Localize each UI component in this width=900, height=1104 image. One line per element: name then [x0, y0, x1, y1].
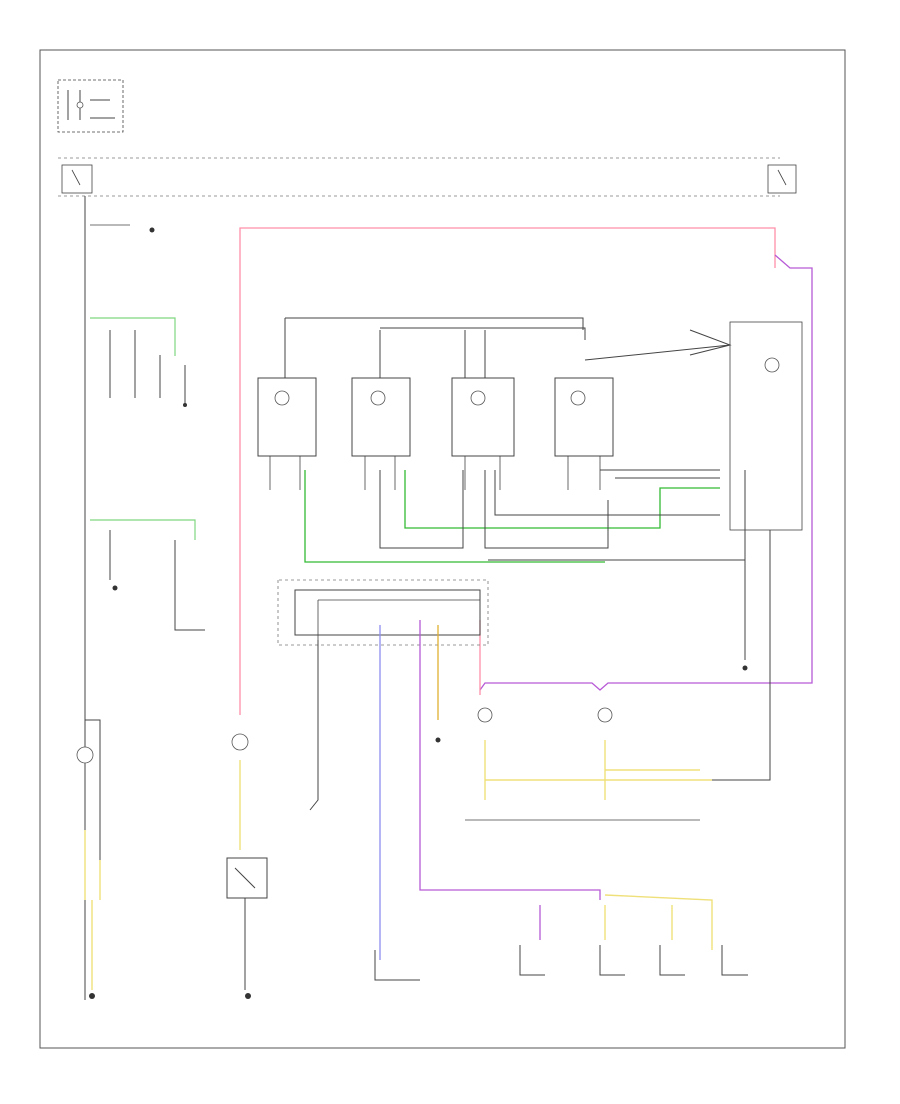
right-relay-lamp	[764, 357, 780, 373]
ground-symbol	[89, 993, 95, 999]
module-upper-bus	[380, 327, 586, 340]
module-2	[351, 377, 411, 457]
lamp-left	[477, 707, 493, 723]
ground-symbol	[742, 665, 748, 671]
module-side-wires	[600, 469, 720, 479]
module-3	[451, 377, 515, 457]
green-wire-bus-2	[404, 470, 720, 529]
green-wire-bus-1	[304, 470, 605, 563]
module-top-wire	[285, 317, 584, 330]
ground-symbol	[112, 585, 118, 591]
lower-switch-box	[226, 857, 268, 899]
switch-cluster-lower	[109, 530, 205, 631]
green-wire-lower	[90, 519, 196, 540]
relay-input-wires	[584, 329, 732, 361]
left-bulb	[76, 746, 94, 764]
switch-cluster-upper	[109, 330, 186, 405]
module-4	[554, 377, 614, 457]
ground-symbol	[435, 737, 441, 743]
ground-symbol	[183, 403, 187, 407]
connector-wire-left	[309, 640, 319, 811]
diagram-border	[39, 49, 846, 1049]
relay-return-wire	[712, 530, 771, 781]
module-lower-pins	[269, 456, 601, 490]
pink-wire-main	[239, 227, 776, 715]
lamp-right	[597, 707, 613, 723]
lamp-yellow-wires	[484, 740, 712, 800]
purple-wire	[479, 254, 813, 691]
module-1	[257, 377, 317, 457]
pink-circuit-bulb	[231, 733, 249, 751]
bottom-switches	[519, 945, 748, 976]
purple-wire-lower	[419, 620, 601, 900]
yellow-wire-left	[84, 830, 101, 900]
central-connector	[277, 579, 489, 646]
module-return-wires	[379, 470, 720, 549]
ground-symbol	[245, 993, 251, 999]
module-feed-wires	[284, 318, 486, 378]
blue-terminal	[374, 950, 420, 981]
left-component-wire	[85, 719, 101, 860]
right-relay-frame	[729, 321, 803, 531]
ignition-switch	[57, 79, 124, 133]
fuse-panel	[58, 157, 797, 197]
relay-output-wire	[488, 470, 746, 561]
switch-feed-wires	[604, 894, 713, 950]
ground-symbol	[149, 227, 155, 233]
green-wire-upper	[90, 317, 176, 356]
